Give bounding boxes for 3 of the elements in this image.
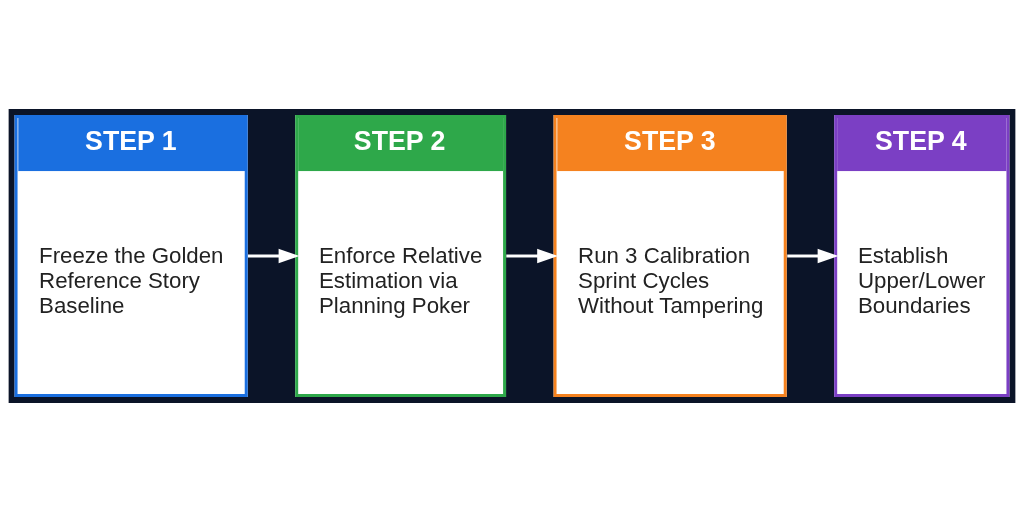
arrow — [787, 248, 839, 264]
arrow — [248, 248, 300, 264]
arrow — [506, 248, 558, 264]
